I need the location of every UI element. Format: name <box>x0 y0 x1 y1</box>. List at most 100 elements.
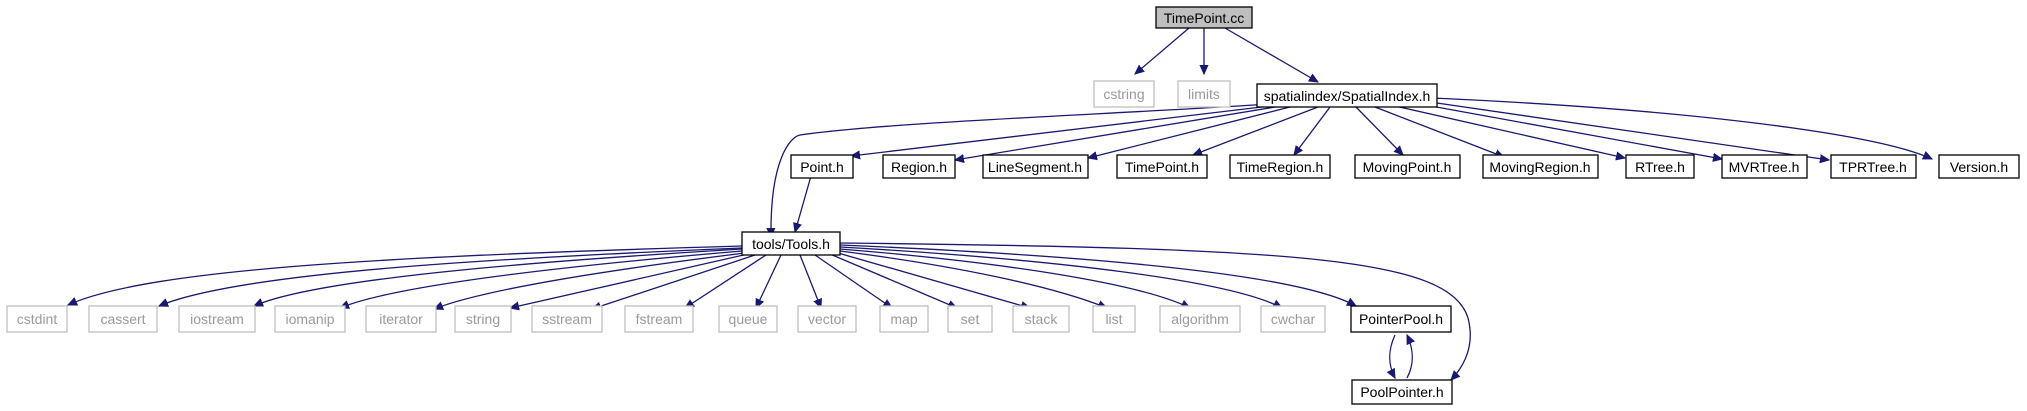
edge-spatialindex-to-tprtree <box>1429 101 1829 160</box>
node-label: set <box>961 311 980 327</box>
node-label: tools/Tools.h <box>752 236 830 252</box>
node-label: TPRTree.h <box>1839 159 1907 175</box>
edge-spatialindex-to-movingpoint <box>1355 106 1403 155</box>
node-timeregion-h[interactable]: TimeRegion.h <box>1229 154 1331 179</box>
node-poolpointer-h[interactable]: PoolPointer.h <box>1351 379 1453 405</box>
node-cstdint: cstdint <box>6 305 68 333</box>
node-set: set <box>947 305 993 333</box>
node-label: PointerPool.h <box>1359 311 1443 327</box>
node-label: map <box>890 311 917 327</box>
node-sstream: sstream <box>531 305 603 333</box>
edge-tools-to-algorithm <box>839 248 1190 309</box>
node-label: RTree.h <box>1635 159 1685 175</box>
node-map: map <box>879 305 929 333</box>
node-label: cwchar <box>1271 311 1316 327</box>
node-label: iostream <box>190 311 244 327</box>
edge-tools-to-string <box>510 253 749 308</box>
edge-point-to-tools <box>795 175 812 232</box>
edge-tools-to-sstream <box>592 254 756 309</box>
edge-tools-to-fstream <box>685 254 767 308</box>
node-vector: vector <box>797 305 857 333</box>
node-label: vector <box>808 311 846 327</box>
node-label: TimeRegion.h <box>1237 159 1324 175</box>
node-timepoint-h[interactable]: TimePoint.h <box>1116 154 1208 179</box>
node-spatialindex[interactable]: spatialindex/SpatialIndex.h <box>1256 83 1438 108</box>
node-limits: limits <box>1177 80 1231 108</box>
edge-tools-to-stack <box>837 252 1030 308</box>
node-label: sstream <box>542 311 592 327</box>
nodes: TimePoint.cc cstring limits spatialindex… <box>6 6 2020 405</box>
edge-spatialindex-to-region <box>955 106 1276 160</box>
node-label: limits <box>1188 86 1220 102</box>
edge-spatialindex-to-timeregion <box>1294 106 1331 155</box>
edge-spatialindex-to-timepoint <box>1193 106 1319 155</box>
node-pointerpool-h[interactable]: PointerPool.h <box>1350 305 1452 333</box>
edge-tools-to-list <box>839 250 1107 308</box>
edge-tools-to-cwchar <box>839 246 1282 308</box>
node-label: iomanip <box>285 311 334 327</box>
edge-timepoint-cc-to-cstring <box>1135 27 1190 74</box>
node-list: list <box>1092 305 1136 333</box>
node-label: cassert <box>100 311 145 327</box>
edge-timepoint-cc-to-spatialindex <box>1224 27 1318 82</box>
node-label: stack <box>1025 311 1059 327</box>
node-movingpoint-h[interactable]: MovingPoint.h <box>1354 154 1461 179</box>
node-mvrtree-h[interactable]: MVRTree.h <box>1721 154 1808 179</box>
edge-spatialindex-to-linesegment <box>1088 106 1291 158</box>
edge-tools-to-poolpointer <box>839 242 1471 380</box>
node-movingregion-h[interactable]: MovingRegion.h <box>1482 154 1599 179</box>
edge-tools-to-pointerpool <box>839 244 1356 306</box>
node-region-h[interactable]: Region.h <box>882 154 956 179</box>
edge-tools-to-map <box>814 254 892 308</box>
node-rtree-h[interactable]: RTree.h <box>1625 154 1695 179</box>
edge-spatialindex-to-version <box>1431 97 1932 160</box>
node-fstream: fstream <box>624 305 694 333</box>
node-label: TimePoint.cc <box>1164 10 1244 26</box>
node-label: queue <box>729 311 768 327</box>
edge-spatialindex-to-movingregion <box>1374 106 1504 157</box>
node-iostream: iostream <box>178 305 256 333</box>
edge-tools-to-vector <box>799 254 821 308</box>
node-label: string <box>466 311 500 327</box>
edge-pointerpool-to-poolpointer <box>1390 334 1396 378</box>
node-label: LineSegment.h <box>988 159 1082 175</box>
node-tprtree-h[interactable]: TPRTree.h <box>1830 154 1917 179</box>
node-label: MovingRegion.h <box>1489 159 1590 175</box>
dependency-edges <box>68 27 1932 380</box>
node-version-h[interactable]: Version.h <box>1938 154 2020 179</box>
edge-poolpointer-to-pointerpool <box>1406 335 1412 379</box>
node-tools-h[interactable]: tools/Tools.h <box>741 231 841 256</box>
node-label: cstdint <box>17 311 58 327</box>
node-iomanip: iomanip <box>274 305 346 333</box>
node-label: MVRTree.h <box>1729 159 1800 175</box>
node-queue: queue <box>718 305 778 333</box>
edge-tools-to-iterator <box>434 252 746 309</box>
node-label: fstream <box>636 311 683 327</box>
node-iterator: iterator <box>365 305 437 333</box>
node-cstring: cstring <box>1093 80 1155 108</box>
edge-spatialindex-to-point <box>851 105 1271 156</box>
node-label: algorithm <box>1171 311 1229 327</box>
edge-tools-to-queue <box>755 254 782 308</box>
edge-spatialindex-to-mvrtree <box>1419 103 1722 159</box>
node-linesegment-h[interactable]: LineSegment.h <box>982 154 1089 179</box>
node-label: MovingPoint.h <box>1363 159 1452 175</box>
node-point-h[interactable]: Point.h <box>790 154 854 179</box>
node-cwchar: cwchar <box>1260 305 1326 333</box>
edge-tools-to-cstdint <box>68 245 743 306</box>
edge-tools-to-set <box>829 253 957 308</box>
node-timepoint-cc[interactable]: TimePoint.cc <box>1155 6 1253 29</box>
edge-spatialindex-to-tools <box>771 103 1271 237</box>
node-algorithm: algorithm <box>1159 305 1241 333</box>
node-label: Version.h <box>1950 159 2008 175</box>
node-label: TimePoint.h <box>1125 159 1199 175</box>
edge-tools-to-iomanip <box>340 250 743 308</box>
node-cassert: cassert <box>88 305 158 333</box>
node-label: iterator <box>379 311 423 327</box>
edge-spatialindex-to-rtree <box>1394 105 1625 158</box>
node-label: Region.h <box>891 159 947 175</box>
node-label: PoolPointer.h <box>1360 384 1443 400</box>
node-label: cstring <box>1103 86 1144 102</box>
node-stack: stack <box>1012 305 1070 333</box>
